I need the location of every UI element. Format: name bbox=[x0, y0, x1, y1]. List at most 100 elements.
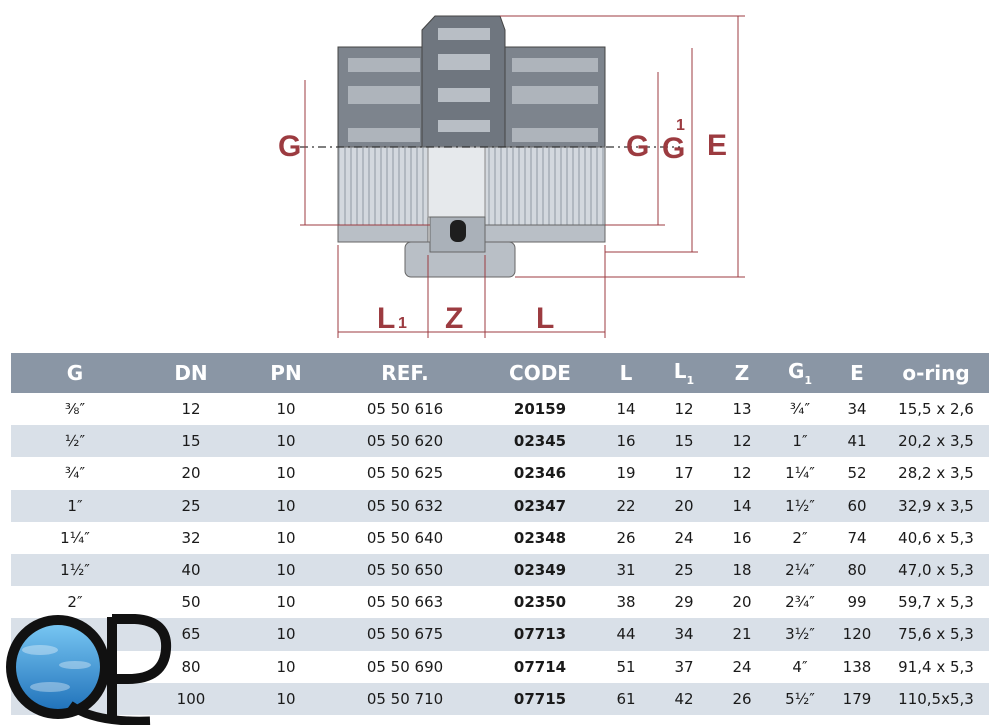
table-cell: 34 bbox=[674, 625, 694, 644]
table-cell: 10 bbox=[276, 528, 296, 547]
dim-g1-sub: 1 bbox=[676, 117, 685, 134]
table-cell: 05 50 690 bbox=[366, 657, 444, 676]
table-cell: 1¼″ bbox=[785, 464, 815, 483]
table-cell: 1¼″ bbox=[60, 528, 90, 547]
table-cell: 02349 bbox=[513, 561, 567, 580]
table-cell: 21 bbox=[732, 625, 752, 644]
table-cell: 24 bbox=[732, 657, 752, 676]
column-header-label: CODE bbox=[509, 361, 571, 385]
table-cell: 91,4 x 5,3 bbox=[898, 657, 974, 676]
dim-e: E bbox=[707, 129, 727, 162]
table-cell: 44 bbox=[616, 625, 636, 644]
dim-l1: L bbox=[377, 302, 395, 335]
table-cell: 05 50 663 bbox=[366, 593, 444, 612]
table-cell: 50 bbox=[181, 593, 201, 612]
table-cell: 51 bbox=[616, 657, 636, 676]
column-header-label: PN bbox=[270, 361, 302, 385]
table-cell: 10 bbox=[276, 593, 296, 612]
table-row: 2″ 50 10 05 50 663 02350 38 29 20 2¾″ 99 59,7 x 5,… bbox=[11, 586, 989, 618]
table-cell: 61 bbox=[616, 689, 636, 708]
table-cell: 34 bbox=[847, 400, 867, 419]
table-cell: 12 bbox=[732, 432, 752, 451]
table-cell: 12 bbox=[732, 464, 752, 483]
column-header-label: E bbox=[850, 361, 864, 385]
qp-logo bbox=[6, 614, 172, 725]
table-cell: 32 bbox=[181, 528, 201, 547]
column-header: G bbox=[11, 353, 139, 393]
column-header: G1 bbox=[769, 353, 831, 393]
table-cell: 02345 bbox=[513, 432, 567, 451]
table-cell: 32,9 x 3,5 bbox=[898, 496, 974, 515]
column-header-label: REF. bbox=[381, 361, 429, 385]
table-cell: 02347 bbox=[513, 496, 567, 515]
table-cell: ¾″ bbox=[789, 400, 811, 419]
table-cell: 10 bbox=[276, 689, 296, 708]
dim-z: Z bbox=[445, 302, 463, 335]
column-header-subscript: 1 bbox=[804, 374, 813, 387]
dim-g-left: G bbox=[278, 130, 301, 163]
table-cell: 42 bbox=[674, 689, 694, 708]
table-cell: 99 bbox=[847, 593, 867, 612]
table-cell: 2¼″ bbox=[785, 561, 815, 580]
table-cell: 20 bbox=[732, 593, 752, 612]
table-cell: 4″ bbox=[792, 657, 808, 676]
table-cell: 10 bbox=[276, 400, 296, 419]
column-header: PN bbox=[243, 353, 329, 393]
table-cell: 2¾″ bbox=[785, 593, 815, 612]
column-header-label: DN bbox=[174, 361, 208, 385]
table-cell: ½″ bbox=[64, 432, 86, 451]
table-cell: 2″ bbox=[67, 593, 83, 612]
table-cell: 05 50 625 bbox=[366, 464, 444, 483]
column-header-label: L bbox=[673, 359, 687, 383]
table-cell: 16 bbox=[616, 432, 636, 451]
dim-l: L bbox=[536, 302, 554, 335]
column-header-label: o-ring bbox=[902, 361, 970, 385]
table-cell: 29 bbox=[674, 593, 694, 612]
union-ring bbox=[421, 15, 506, 148]
table-cell: 05 50 616 bbox=[366, 400, 444, 419]
table-cell: 1″ bbox=[67, 496, 83, 515]
table-cell: 24 bbox=[674, 528, 694, 547]
dim-g-right: G bbox=[626, 130, 649, 163]
table-cell: 5½″ bbox=[785, 689, 815, 708]
table-cell: 40,6 x 5,3 bbox=[898, 528, 974, 547]
table-cell: 60 bbox=[847, 496, 867, 515]
table-cell: 38 bbox=[616, 593, 636, 612]
column-header: REF. bbox=[329, 353, 481, 393]
table-cell: 10 bbox=[276, 464, 296, 483]
table-cell: 25 bbox=[181, 496, 201, 515]
thread-section bbox=[337, 146, 606, 278]
table-cell: 31 bbox=[616, 561, 636, 580]
table-cell: 14 bbox=[616, 400, 636, 419]
column-header: DN bbox=[139, 353, 243, 393]
table-cell: 28,2 x 3,5 bbox=[898, 464, 974, 483]
table-cell: 07713 bbox=[513, 625, 567, 644]
table-cell: 15 bbox=[674, 432, 694, 451]
table-cell: 20,2 x 3,5 bbox=[898, 432, 974, 451]
table-cell: 16 bbox=[732, 528, 752, 547]
table-cell: 18 bbox=[732, 561, 752, 580]
table-cell: 22 bbox=[616, 496, 636, 515]
table-cell: 20159 bbox=[513, 400, 567, 419]
column-header: L1 bbox=[653, 353, 715, 393]
table-cell: 07715 bbox=[513, 689, 567, 708]
table-cell: 59,7 x 5,3 bbox=[898, 593, 974, 612]
column-header: Z bbox=[715, 353, 769, 393]
table-cell: 47,0 x 5,3 bbox=[898, 561, 974, 580]
table-cell: 12 bbox=[674, 400, 694, 419]
table-cell: 17 bbox=[674, 464, 694, 483]
table-cell: 05 50 650 bbox=[366, 561, 444, 580]
table-cell: 74 bbox=[847, 528, 867, 547]
table-cell: 02350 bbox=[513, 593, 567, 612]
table-cell: 179 bbox=[842, 689, 872, 708]
dim-l1-sub: 1 bbox=[398, 315, 407, 332]
left-nut bbox=[337, 46, 429, 148]
table-cell: 20 bbox=[674, 496, 694, 515]
